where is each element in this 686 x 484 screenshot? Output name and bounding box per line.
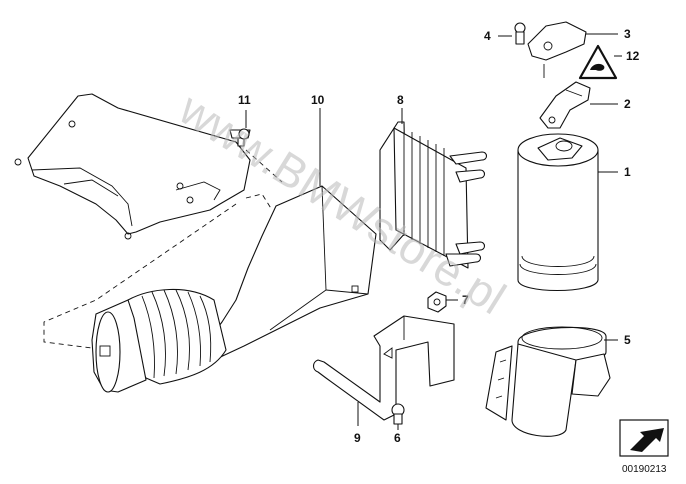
callout-7: 7 bbox=[462, 293, 469, 307]
callout-3: 3 bbox=[624, 27, 631, 41]
assembly-line bbox=[43, 203, 237, 349]
callout-11: 11 bbox=[238, 93, 251, 107]
assembly-line bbox=[245, 149, 283, 183]
assembly-line bbox=[245, 193, 273, 211]
callout-6: 6 bbox=[394, 431, 401, 445]
callout-2: 2 bbox=[624, 97, 631, 111]
callout-5: 5 bbox=[624, 333, 631, 347]
nut-part-7 bbox=[427, 291, 447, 313]
arrow-icon[interactable] bbox=[619, 419, 669, 457]
bracket-part-9 bbox=[312, 315, 455, 421]
callout-1: 1 bbox=[624, 165, 631, 179]
callout-10: 10 bbox=[311, 93, 325, 107]
screw-part-4 bbox=[514, 22, 526, 45]
callout-8: 8 bbox=[397, 93, 404, 107]
cover-plate bbox=[14, 93, 251, 240]
screw-part-11 bbox=[229, 128, 251, 147]
clamp-band bbox=[485, 326, 611, 437]
cooler bbox=[379, 121, 488, 269]
catalog-number: 00190213 bbox=[622, 464, 667, 475]
callout-9: 9 bbox=[354, 431, 361, 445]
holder-part-3 bbox=[527, 21, 587, 78]
callout-4: 4 bbox=[484, 29, 491, 43]
dryer-canister bbox=[517, 133, 599, 291]
callout-12: 12 bbox=[626, 49, 640, 63]
sensor-part-2 bbox=[539, 81, 591, 129]
warning-triangle-icon bbox=[578, 44, 618, 80]
intake-duct bbox=[91, 185, 377, 393]
screw-part-6 bbox=[391, 403, 405, 425]
